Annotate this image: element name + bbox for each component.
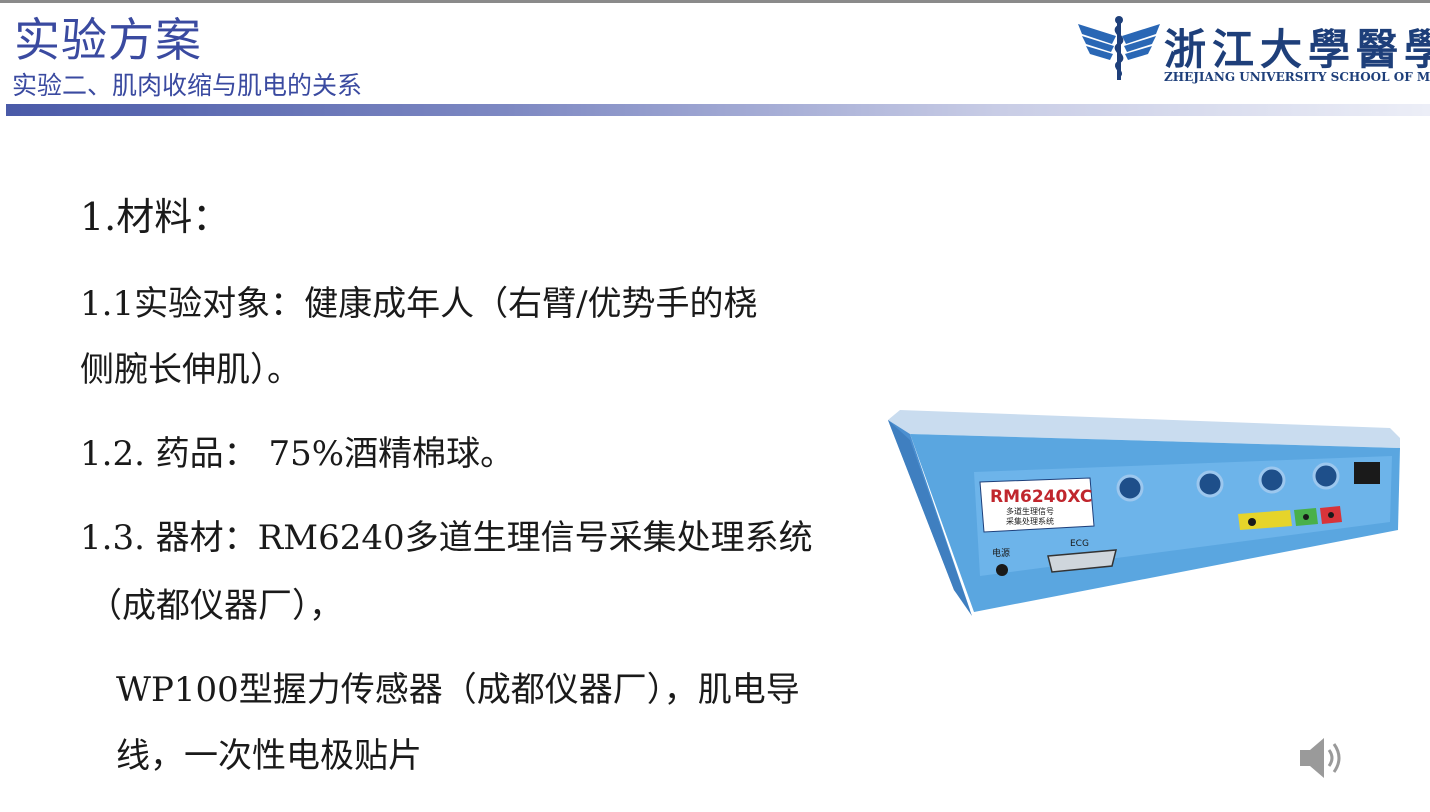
item-3-line-3: WP100型握力传感器（成都仪器厂），肌电导 bbox=[116, 670, 800, 710]
slide-subtitle: 实验二、肌肉收缩与肌电的关系 bbox=[12, 71, 363, 100]
device-label-line-2: 采集处理系统 bbox=[1006, 516, 1054, 526]
slide-title: 实验方案 bbox=[14, 13, 202, 67]
top-rule bbox=[0, 0, 1430, 3]
item-3-line-4: 线，一次性电极贴片 bbox=[116, 736, 422, 776]
section-heading: 1.材料： bbox=[80, 195, 231, 239]
header-divider-bar bbox=[6, 104, 1430, 116]
ecg-port-label: ECG bbox=[1070, 539, 1089, 549]
item-3-line-1: 1.3. 器材：RM6240多道生理信号采集处理系统 bbox=[80, 518, 813, 558]
item-1-line-2: 侧腕长伸肌）。 bbox=[80, 350, 301, 390]
university-emblem-icon bbox=[1078, 16, 1160, 80]
logo-english-text: ZHEJIANG UNIVERSITY SCHOOL OF MEI bbox=[1164, 70, 1430, 84]
device-label-line-1: 多道生理信号 bbox=[1006, 506, 1054, 516]
item-2: 1.2. 药品： 75%酒精棉球。 bbox=[80, 434, 515, 474]
device-model-text: RM6240XC bbox=[990, 487, 1092, 507]
university-logo: 浙江大學醫學 ZHEJIANG UNIVERSITY SCHOOL OF MEI bbox=[1076, 14, 1430, 90]
item-1-line-1: 1.1实验对象：健康成年人（右臂/优势手的桡 bbox=[80, 284, 758, 324]
power-label: 电源 bbox=[992, 547, 1010, 559]
logo-chinese-text: 浙江大學醫學 bbox=[1164, 25, 1430, 74]
item-3-line-2: （成都仪器厂）， bbox=[88, 586, 343, 626]
speaker-icon[interactable] bbox=[1296, 732, 1348, 784]
rm6240-device-photo: RM6240XC 多道生理信号 采集处理系统 ECG 电源 bbox=[888, 410, 1400, 616]
